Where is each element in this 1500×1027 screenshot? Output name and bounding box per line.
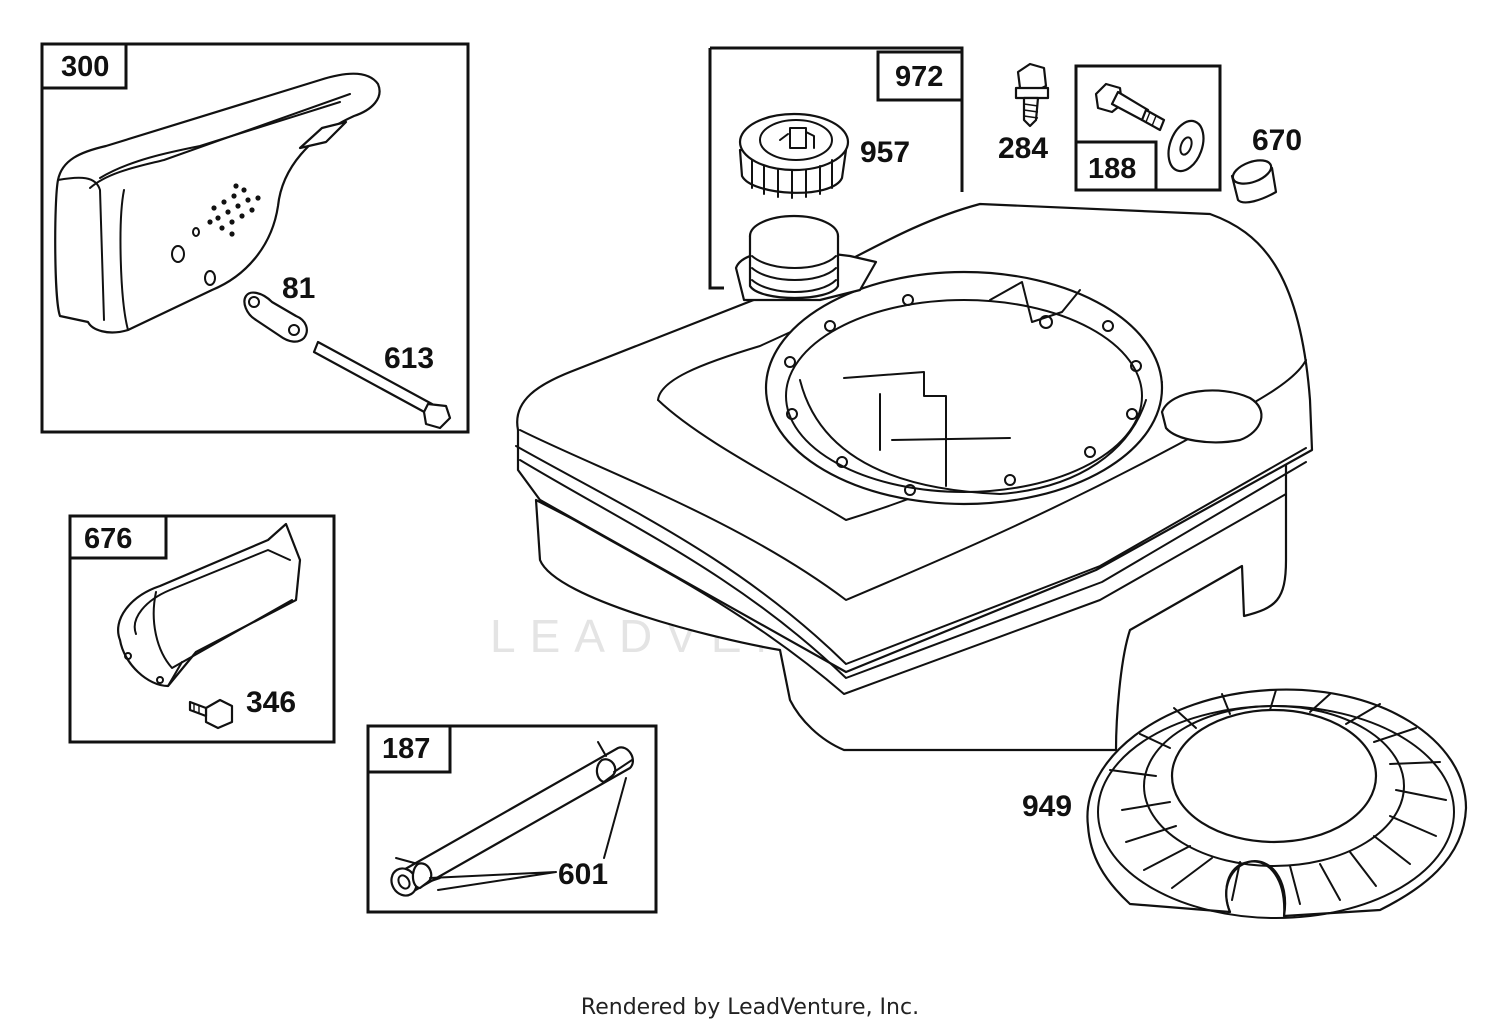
rotating-screen-icon	[1086, 688, 1468, 919]
label-187: 187	[382, 733, 430, 765]
muffler-perforation-icon	[207, 183, 261, 237]
guard-group: 676 346	[68, 514, 336, 744]
fuel-pump-icon	[779, 127, 815, 149]
fuel-cap-icon	[738, 112, 850, 199]
screw-washer-group-tab	[1074, 140, 1158, 192]
washer-icon	[1167, 119, 1205, 173]
guard-group-tab	[68, 514, 168, 560]
label-613: 613	[384, 342, 434, 375]
bolt-613-icon	[312, 340, 452, 430]
label-670: 670	[1252, 124, 1302, 157]
label-601: 601	[558, 858, 608, 891]
fuel-cap-group-tab	[876, 50, 964, 102]
gasket-81-icon	[243, 291, 308, 343]
label-346: 346	[246, 686, 296, 719]
label-949: 949	[1022, 790, 1072, 823]
guard-plate-icon	[117, 522, 302, 688]
spacer-670-icon	[1230, 159, 1278, 204]
fuel-line-group-frame	[366, 724, 658, 914]
screw-284-icon	[1014, 62, 1050, 128]
muffler-group-frame	[40, 42, 470, 434]
hose-clamp-icon	[395, 741, 633, 890]
fuel-cap-group: 972 957	[708, 46, 964, 290]
fuel-tank	[515, 202, 1314, 752]
fuel-line-group-tab	[366, 724, 452, 774]
label-81: 81	[282, 272, 315, 305]
label-284: 284	[998, 132, 1048, 165]
fuel-cap-group-frame-left	[708, 48, 724, 290]
label-972: 972	[895, 61, 943, 93]
label-957: 957	[860, 136, 910, 169]
guard-group-frame	[68, 514, 336, 744]
fuel-cap-group-frame-top	[710, 46, 964, 192]
guard-screw-icon	[188, 698, 234, 730]
label-300: 300	[61, 51, 109, 83]
fuel-hose-icon	[390, 746, 634, 897]
muffler-group-tab	[40, 42, 128, 90]
shoulder-screw-icon	[1094, 82, 1166, 132]
screw-washer-group: 188	[1074, 64, 1222, 192]
muffler-icon	[54, 72, 381, 334]
fuel-line-group: 187 601	[366, 724, 658, 914]
label-676: 676	[84, 523, 132, 555]
footer-credit: Rendered by LeadVenture, Inc.	[581, 995, 919, 1020]
label-188: 188	[1088, 153, 1136, 185]
muffler-group: 300	[40, 42, 470, 434]
